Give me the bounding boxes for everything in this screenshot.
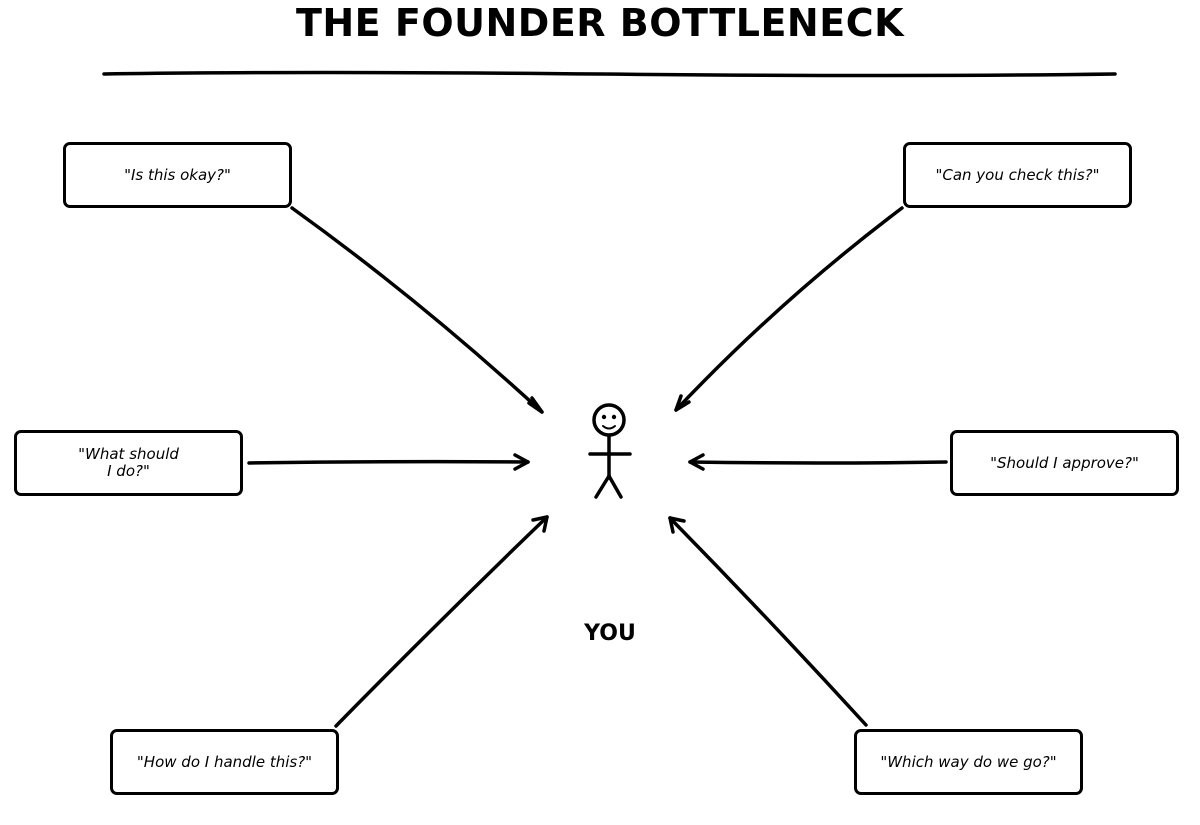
question-text: "How do I handle this?": [136, 752, 313, 771]
arrow-top-left: [290, 206, 544, 414]
arrow-top-right: [674, 206, 904, 412]
arrow-middle-left: [247, 459, 530, 465]
arrowhead-middle-left: [513, 453, 530, 471]
title-underline: [102, 70, 1117, 78]
arrow-middle-right: [688, 460, 948, 465]
arrowhead-bottom-right: [668, 516, 686, 534]
arrow-bottom-right: [668, 516, 868, 727]
question-text: "Which way do we go?": [880, 752, 1057, 771]
center-label: YOU: [584, 621, 636, 646]
question-text: "Is this okay?": [124, 165, 231, 184]
arrowhead-bottom-left: [531, 515, 549, 533]
question-box-top-right: "Can you check this?": [903, 142, 1132, 208]
arrow-bottom-left: [334, 515, 549, 728]
question-box-top-left: "Is this okay?": [63, 142, 292, 208]
question-box-bottom-right: "Which way do we go?": [854, 729, 1083, 795]
question-box-middle-left: "What should I do?": [14, 430, 243, 496]
question-text: "Should I approve?": [990, 453, 1139, 472]
question-box-middle-right: "Should I approve?": [950, 430, 1179, 496]
arrowhead-middle-right: [688, 453, 705, 471]
question-text: "Can you check this?": [935, 165, 1100, 184]
question-text: "What should I do?": [78, 445, 179, 480]
stick-figure-icon: [588, 403, 632, 499]
arrowhead-top-right: [674, 394, 691, 412]
question-box-bottom-left: "How do I handle this?": [110, 729, 339, 795]
diagram-title: THE FOUNDER BOTTLENECK: [295, 1, 905, 45]
arrowhead-top-left: [527, 396, 544, 414]
